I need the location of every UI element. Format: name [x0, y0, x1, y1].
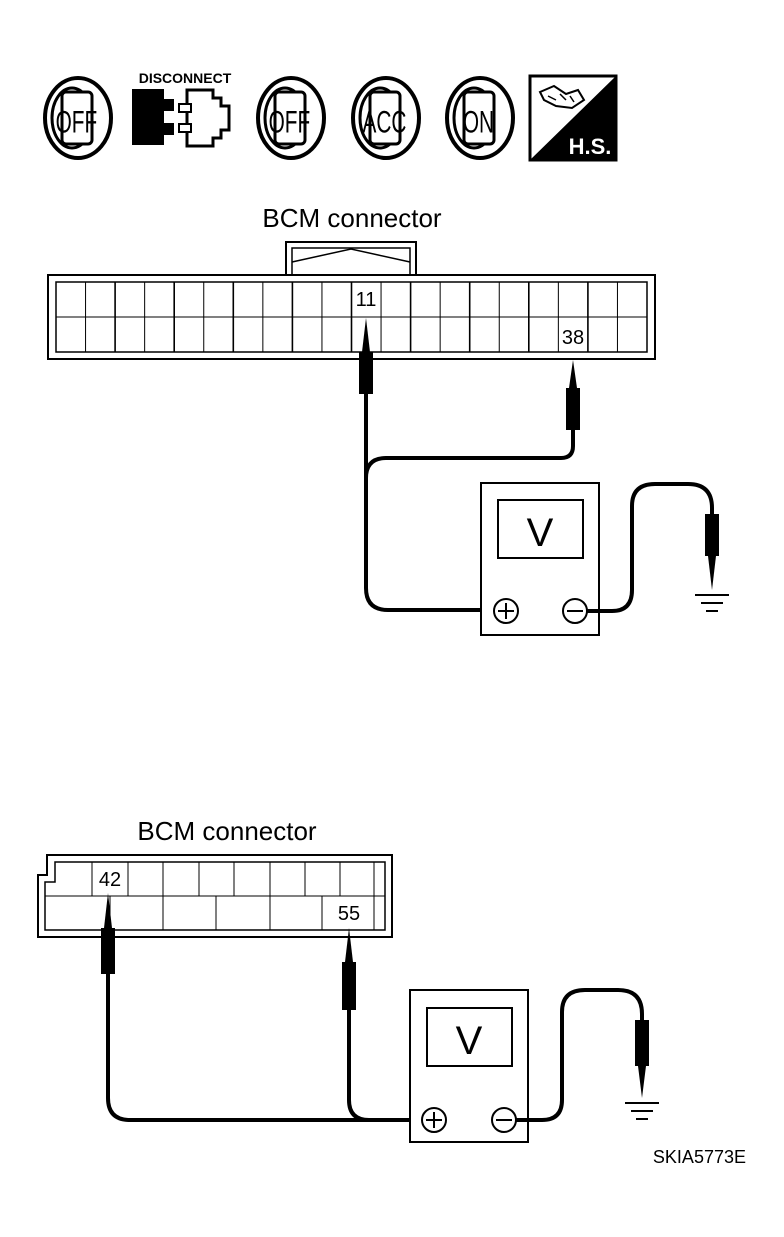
connector-1-cavity-grid [56, 282, 647, 352]
pin-label-38: 38 [562, 327, 584, 349]
connector-title-2: BCM connector [137, 816, 317, 846]
disconnect-connector-icon: DISCONNECT [132, 70, 232, 148]
ground-probe-1 [705, 514, 719, 590]
probe-pin-11 [359, 318, 373, 420]
voltmeter-2: V [409, 989, 529, 1143]
wire-pin-55-join [347, 1010, 370, 1122]
ignition-off-icon-2: OFF [256, 76, 326, 160]
plus-terminal-icon-2 [421, 1107, 447, 1133]
ignition-acc-icon: ACC [351, 76, 421, 160]
ground-probe-2 [635, 1020, 649, 1098]
harness-side-label: H.S. [569, 134, 612, 159]
pin-label-42: 42 [99, 869, 121, 891]
bcm-connector-2: 42 55 [37, 854, 393, 938]
connector-2-cavity-grid [45, 862, 385, 930]
figure-code: SKIA5773E [653, 1147, 746, 1167]
wire-pin-11-to-plus [364, 420, 506, 612]
ignition-on-icon: ON [445, 76, 515, 160]
bcm-connector-1: 11 38 [47, 241, 656, 360]
pin-label-11: 11 [356, 289, 377, 311]
ignition-on-label: ON [463, 104, 494, 139]
wire-pin-38-join [364, 430, 575, 479]
probe-pin-42 [101, 893, 115, 974]
minus-terminal-icon-2 [491, 1107, 517, 1133]
voltmeter-1: V [480, 482, 600, 636]
disconnect-label: DISCONNECT [139, 70, 232, 86]
voltmeter-2-label: V [456, 1019, 483, 1063]
probe-pin-38 [566, 360, 580, 430]
minus-terminal-icon [562, 598, 588, 624]
wire-minus-to-ground-1 [587, 482, 714, 613]
harness-side-icon: H.S. [528, 74, 618, 162]
wire-minus-to-ground-2 [516, 988, 644, 1122]
probe-pin-55 [342, 928, 356, 1010]
ignition-off-label-2: OFF [269, 104, 311, 139]
ground-symbol-icon [695, 594, 729, 612]
wire-pin-42-to-plus [106, 974, 434, 1122]
ground-symbol-icon-2 [625, 1102, 659, 1120]
diagram-2: BCM connector 42 55 V [37, 816, 659, 1143]
voltmeter-1-label: V [527, 511, 554, 555]
connector-title-1: BCM connector [262, 203, 442, 233]
pin-label-55: 55 [338, 903, 360, 925]
ignition-off-icon: OFF [43, 76, 113, 160]
ignition-acc-label: ACC [362, 104, 406, 139]
plus-terminal-icon [493, 598, 519, 624]
diagram-1: BCM connector 11 38 [47, 203, 729, 636]
ignition-off-label: OFF [56, 104, 98, 139]
